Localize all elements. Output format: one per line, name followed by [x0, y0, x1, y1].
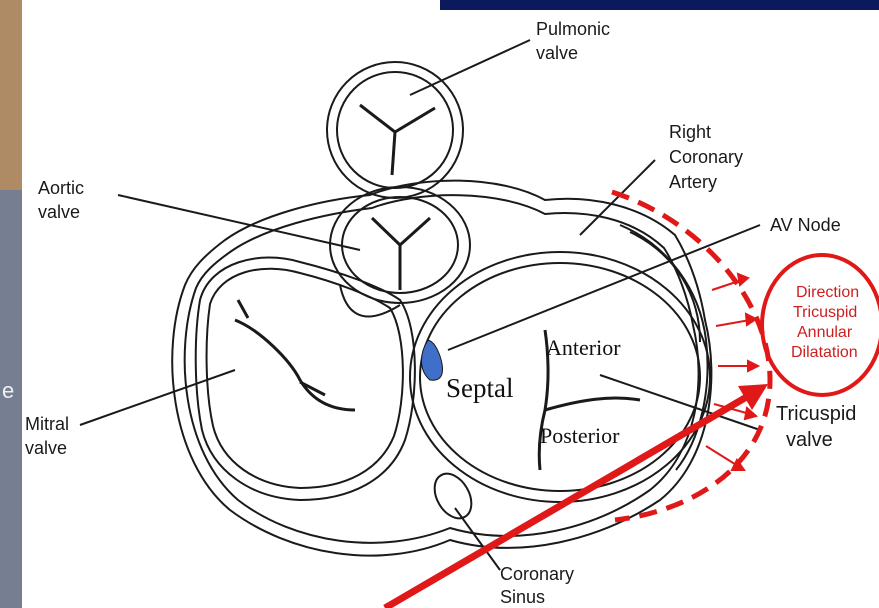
- leader-lines: [80, 40, 760, 570]
- tricuspid-label-1: Tricuspid: [776, 403, 856, 425]
- valve-leaflets: [235, 105, 640, 470]
- edge-text-fragment: e: [2, 378, 14, 404]
- coronary-label-2: Sinus: [500, 586, 545, 608]
- aortic-label-2: valve: [38, 201, 80, 223]
- mitral-label-2: valve: [25, 437, 67, 459]
- septal-label: Septal: [446, 373, 514, 403]
- pulmonic-label-1: Pulmonic: [536, 18, 610, 40]
- av-node-label: AV Node: [770, 214, 841, 236]
- direction-note-1: Direction: [796, 283, 859, 302]
- tricuspid-label-2: valve: [786, 429, 833, 451]
- coronary-label-1: Coronary: [500, 563, 574, 585]
- rca-label-2: Coronary: [669, 146, 743, 168]
- dilatation-arc: [612, 192, 770, 520]
- rca-label-3: Artery: [669, 171, 717, 193]
- direction-note-3: Annular: [797, 323, 852, 342]
- top-navy-band: [440, 0, 879, 10]
- av-node-marker: [422, 340, 443, 380]
- mitral-label-1: Mitral: [25, 413, 69, 435]
- pulmonic-label-2: valve: [536, 42, 578, 64]
- rca-label-1: Right: [669, 121, 711, 143]
- direction-note-4: Dilatation: [791, 343, 858, 362]
- anterior-label: Anterior: [546, 335, 621, 361]
- direction-note-2: Tricuspid: [793, 303, 857, 322]
- coronary-sinus-shape: [427, 467, 479, 525]
- aortic-label-1: Aortic: [38, 177, 84, 199]
- posterior-label: Posterior: [540, 423, 619, 449]
